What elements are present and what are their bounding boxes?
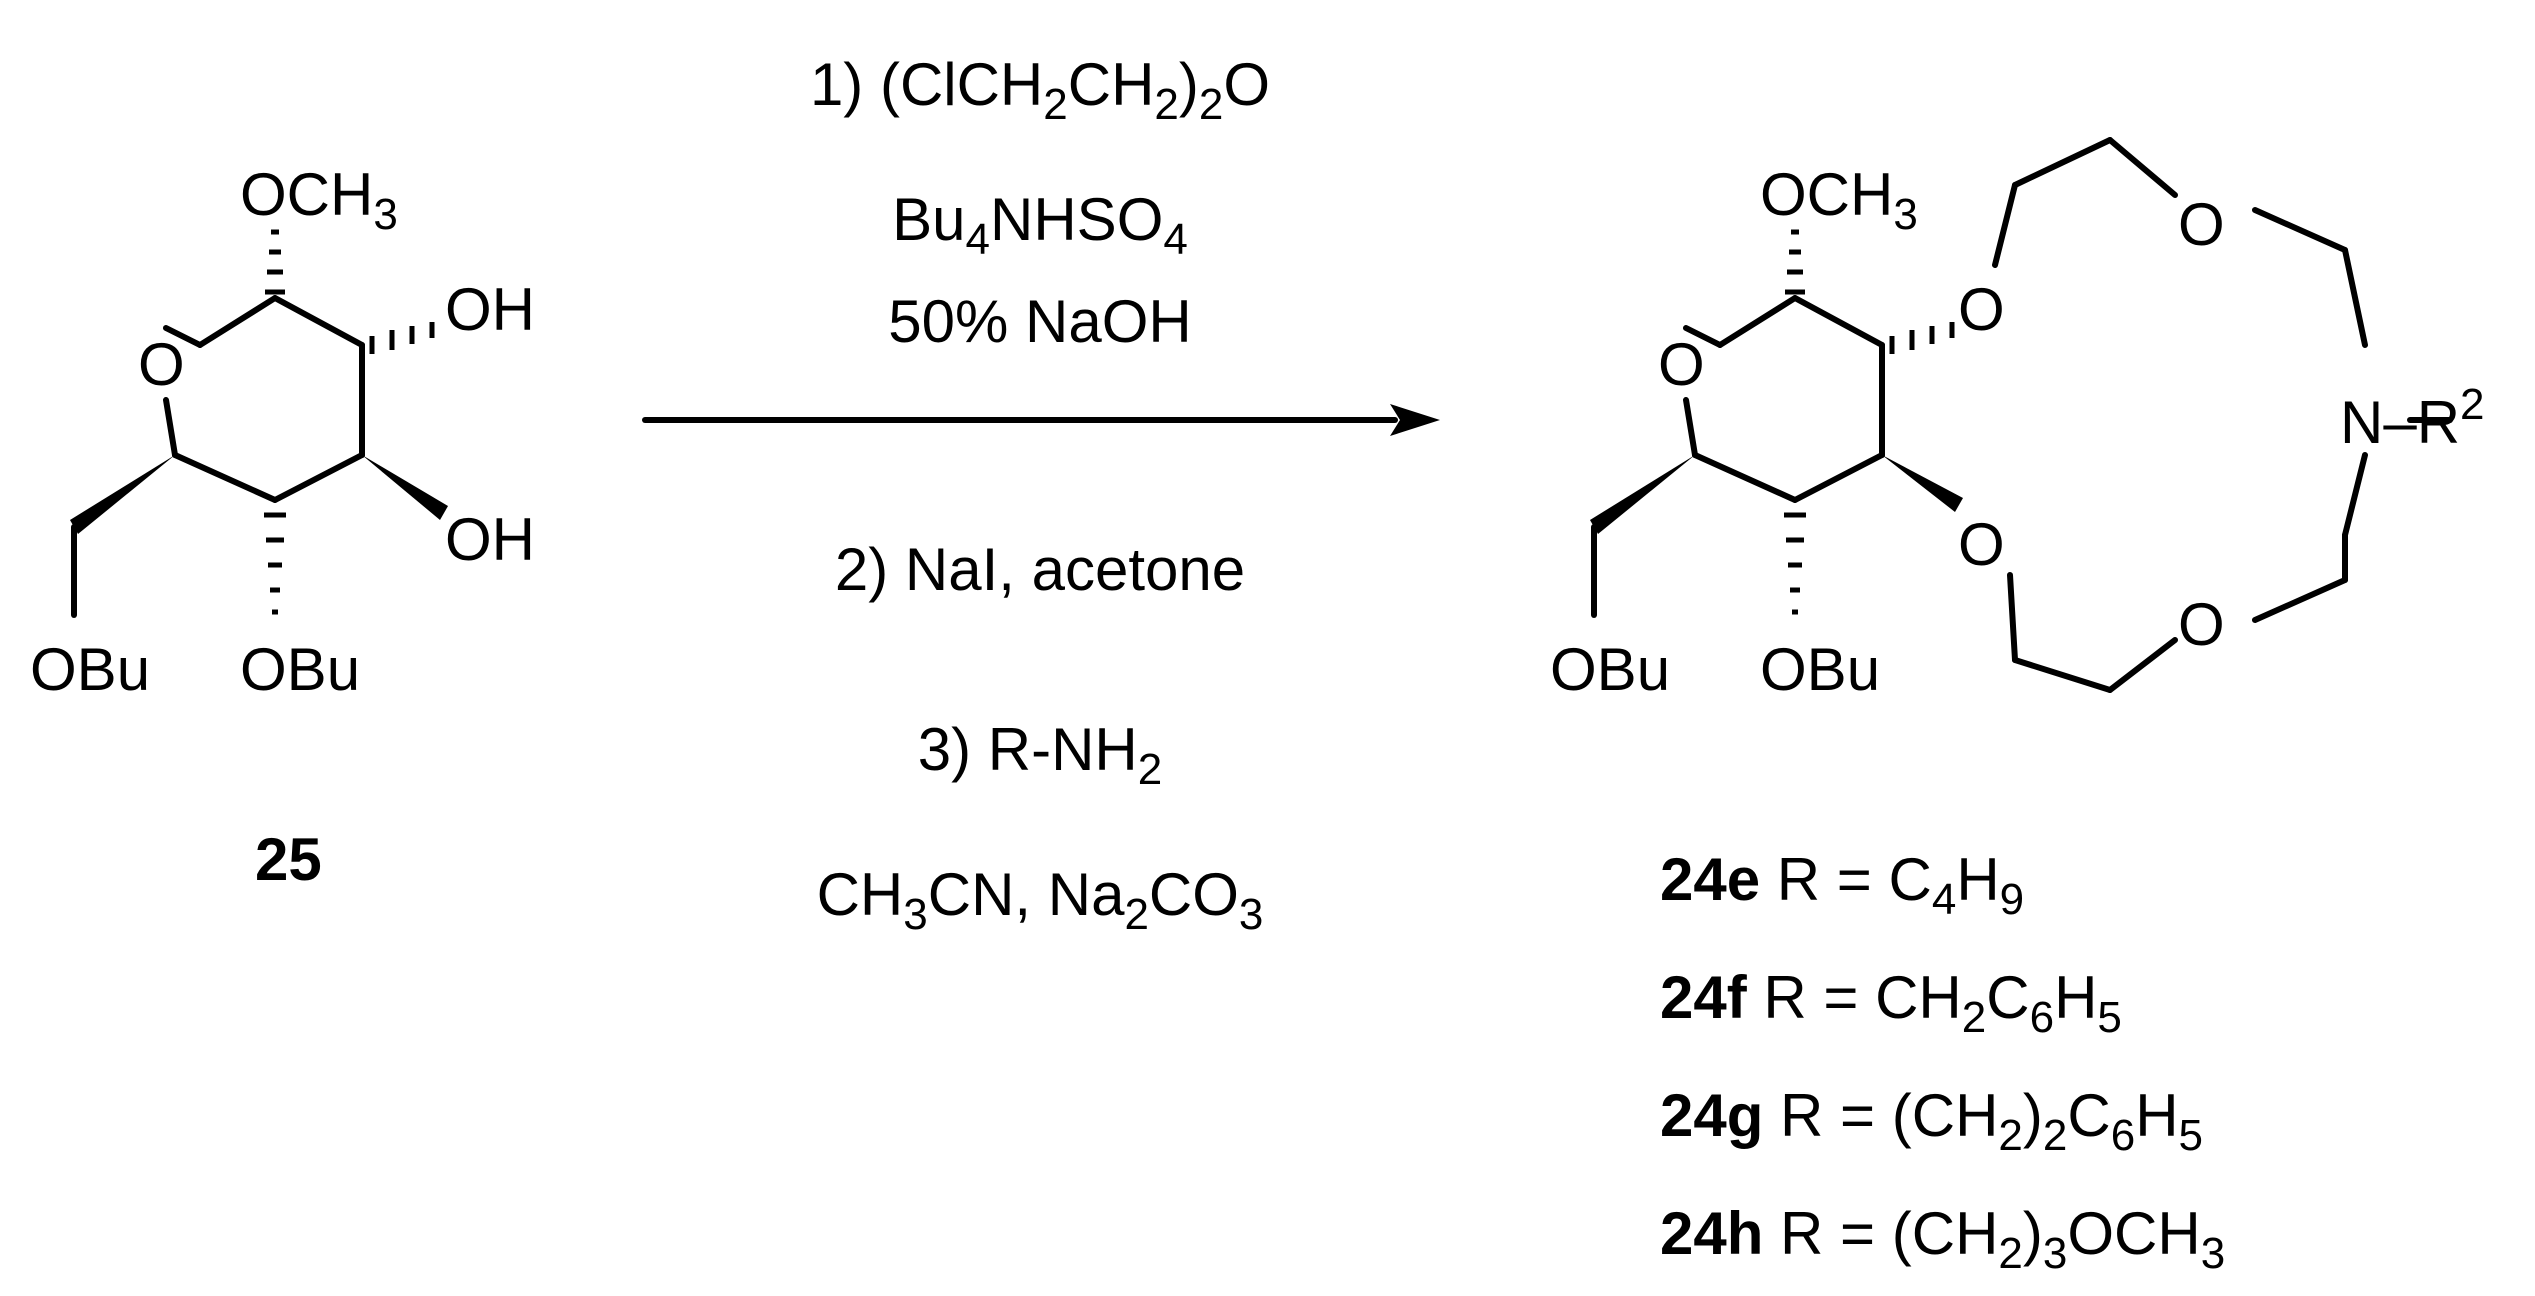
condition-step3-amine: 3) R-NH2	[918, 716, 1162, 794]
reactant-c3-hydroxyl: OH	[445, 506, 535, 573]
c2-hash-bond	[369, 322, 435, 354]
product-c4-obu: OBu	[1760, 636, 1880, 703]
variant-24e: 24e R = C4H9	[1660, 846, 2024, 924]
condition-step1-catalyst: Bu4NHSO4	[892, 186, 1188, 264]
reactant-c6-obu: OBu	[30, 636, 150, 703]
product-c4-hash-bond	[1784, 512, 1806, 615]
product-c2-hash-bond	[1889, 322, 1955, 354]
crown-oxygen-upper: O	[2178, 191, 2225, 258]
product-ring-oxygen: O	[1658, 331, 1705, 398]
reactant-c4-obu: OBu	[240, 636, 360, 703]
c5-wedge-bond	[70, 455, 175, 534]
product-c2-oxygen: O	[1958, 276, 2005, 343]
reaction-conditions: 1) (ClCH2CH2)2O Bu4NHSO4 50% NaOH 2) NaI…	[810, 51, 1270, 939]
variant-24h: 24h R = (CH2)3OCH3	[1660, 1200, 2225, 1278]
product-c5-wedge-bond	[1590, 455, 1695, 534]
variant-24g: 24g R = (CH2)2C6H5	[1660, 1082, 2203, 1160]
reactant-c2-hydroxyl: OH	[445, 276, 535, 343]
reaction-arrow	[642, 404, 1440, 436]
product-anomeric-och3: OCH3	[1760, 161, 1918, 239]
product-structure: O OCH3 O O O O N–R2 OBu OBu	[1550, 137, 2485, 703]
condition-step1-base: 50% NaOH	[888, 288, 1191, 355]
crown-oxygen-lower: O	[2178, 591, 2225, 658]
anomeric-hash-bond	[265, 229, 285, 295]
product-anomeric-hash-bond	[1785, 229, 1805, 295]
reactant-ring-oxygen: O	[138, 331, 185, 398]
condition-step3-solvent: CH3CN, Na2CO3	[817, 861, 1264, 939]
reactant-compound-number: 25	[255, 826, 322, 893]
condition-step2: 2) NaI, acetone	[835, 536, 1245, 603]
condition-step1-reagent: 1) (ClCH2CH2)2O	[810, 51, 1270, 129]
c4-hash-bond	[264, 512, 286, 615]
product-variant-list: 24e R = C4H9 24f R = CH2C6H5 24g R = (CH…	[1660, 846, 2225, 1278]
product-c6-obu: OBu	[1550, 636, 1670, 703]
variant-24f: 24f R = CH2C6H5	[1660, 964, 2122, 1042]
reactant-anomeric-och3: OCH3	[240, 161, 398, 239]
reactant-structure: O OCH3 OH OH OBu OBu 25	[30, 161, 535, 893]
product-c3-oxygen: O	[1958, 511, 2005, 578]
crown-nitrogen-r2: N–R2	[2340, 380, 2485, 456]
c3-wedge-bond	[362, 455, 448, 520]
product-c3-wedge-bond	[1882, 455, 1963, 512]
